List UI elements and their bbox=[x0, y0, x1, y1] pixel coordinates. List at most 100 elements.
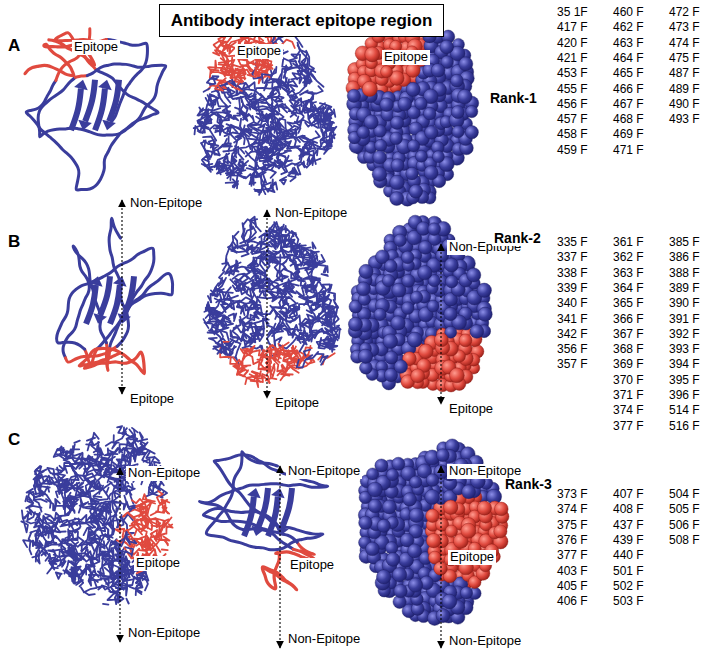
atom-sphere bbox=[386, 553, 400, 567]
atom-sphere bbox=[452, 126, 464, 138]
atom-stick bbox=[124, 502, 135, 510]
atom-stick bbox=[23, 540, 31, 554]
atom-stick bbox=[311, 115, 318, 123]
atom-sphere bbox=[367, 468, 379, 480]
atom-stick bbox=[43, 527, 51, 533]
atom-stick bbox=[138, 521, 148, 534]
atom-stick bbox=[275, 94, 283, 101]
atom-sphere bbox=[440, 40, 454, 54]
atom-sphere bbox=[424, 166, 438, 180]
atom-stick bbox=[253, 114, 267, 126]
atom-stick bbox=[47, 568, 58, 574]
atom-stick bbox=[42, 550, 49, 561]
strand-head bbox=[74, 80, 88, 90]
atom-stick bbox=[312, 242, 315, 248]
atom-stick bbox=[233, 279, 245, 292]
atom-stick bbox=[68, 484, 78, 491]
atom-sphere bbox=[494, 525, 507, 538]
atom-sphere bbox=[376, 570, 390, 584]
atom-stick bbox=[323, 139, 332, 147]
atom-stick bbox=[214, 37, 232, 50]
atom-stick bbox=[109, 587, 119, 594]
atom-stick bbox=[217, 95, 228, 107]
atom-stick bbox=[232, 158, 248, 169]
atom-sphere bbox=[466, 105, 478, 117]
atom-stick bbox=[307, 302, 317, 313]
atom-stick bbox=[214, 327, 228, 333]
strand-head bbox=[275, 526, 289, 536]
atom-stick bbox=[62, 528, 80, 540]
atom-sphere bbox=[385, 542, 398, 555]
atom-sphere bbox=[418, 265, 432, 279]
atom-stick bbox=[309, 257, 317, 268]
atom-stick bbox=[251, 242, 272, 253]
atom-sphere bbox=[436, 449, 449, 462]
atom-stick bbox=[34, 499, 47, 511]
atom-stick bbox=[254, 268, 269, 286]
atom-stick bbox=[308, 86, 323, 94]
atom-sphere bbox=[426, 474, 439, 487]
atom-stick bbox=[46, 499, 57, 510]
atom-stick bbox=[223, 317, 233, 325]
atom-sphere bbox=[374, 308, 386, 320]
atom-stick bbox=[200, 114, 209, 129]
atom-stick bbox=[270, 84, 281, 94]
ribbon-coil bbox=[79, 348, 144, 373]
stick-model bbox=[204, 217, 341, 387]
atom-stick bbox=[215, 283, 233, 293]
stick-model bbox=[194, 22, 337, 195]
atom-sphere bbox=[494, 502, 508, 516]
stick-model bbox=[21, 426, 172, 605]
atom-stick bbox=[282, 58, 297, 67]
atom-stick bbox=[231, 245, 248, 252]
atom-stick bbox=[23, 512, 35, 520]
atom-sphere bbox=[392, 457, 405, 470]
atom-stick bbox=[237, 96, 257, 111]
atom-sphere bbox=[467, 268, 481, 282]
atom-sphere bbox=[445, 275, 458, 288]
atom-sphere bbox=[406, 82, 420, 96]
atom-stick bbox=[235, 69, 246, 83]
atom-stick bbox=[127, 436, 138, 446]
atom-sphere bbox=[348, 317, 362, 331]
atom-sphere bbox=[366, 542, 380, 556]
atom-sphere bbox=[444, 307, 457, 320]
atom-stick bbox=[260, 147, 271, 154]
atom-stick bbox=[245, 379, 246, 384]
atom-stick bbox=[56, 453, 82, 459]
atom-stick bbox=[204, 314, 211, 324]
atom-stick bbox=[122, 428, 127, 434]
atom-sphere bbox=[402, 274, 415, 287]
atom-stick bbox=[270, 306, 280, 328]
atom-stick bbox=[117, 460, 126, 476]
atom-stick bbox=[36, 551, 39, 564]
atom-stick bbox=[326, 330, 339, 340]
atom-sphere bbox=[401, 302, 414, 315]
atom-stick bbox=[224, 342, 234, 347]
atom-stick bbox=[106, 469, 119, 475]
atom-sphere bbox=[460, 587, 472, 599]
atom-stick bbox=[143, 494, 155, 503]
atom-sphere bbox=[409, 508, 424, 523]
beta-strand bbox=[244, 497, 254, 536]
atom-stick bbox=[290, 95, 301, 107]
atom-stick bbox=[212, 145, 223, 156]
atom-stick bbox=[281, 374, 293, 380]
atom-sphere bbox=[477, 283, 491, 297]
atom-stick bbox=[34, 521, 42, 532]
beta-strand bbox=[100, 276, 110, 315]
atom-stick bbox=[313, 150, 318, 164]
ribbon-coil bbox=[63, 246, 106, 358]
atom-sphere bbox=[425, 489, 440, 504]
atom-stick bbox=[252, 327, 260, 340]
atom-sphere bbox=[459, 334, 472, 347]
atom-stick bbox=[322, 274, 328, 276]
atom-sphere bbox=[477, 501, 491, 515]
atom-stick bbox=[144, 503, 152, 517]
atom-stick bbox=[311, 280, 320, 289]
atom-sphere bbox=[407, 332, 422, 347]
atom-stick bbox=[94, 491, 117, 500]
atom-stick bbox=[26, 501, 41, 508]
strand-head bbox=[247, 488, 261, 498]
